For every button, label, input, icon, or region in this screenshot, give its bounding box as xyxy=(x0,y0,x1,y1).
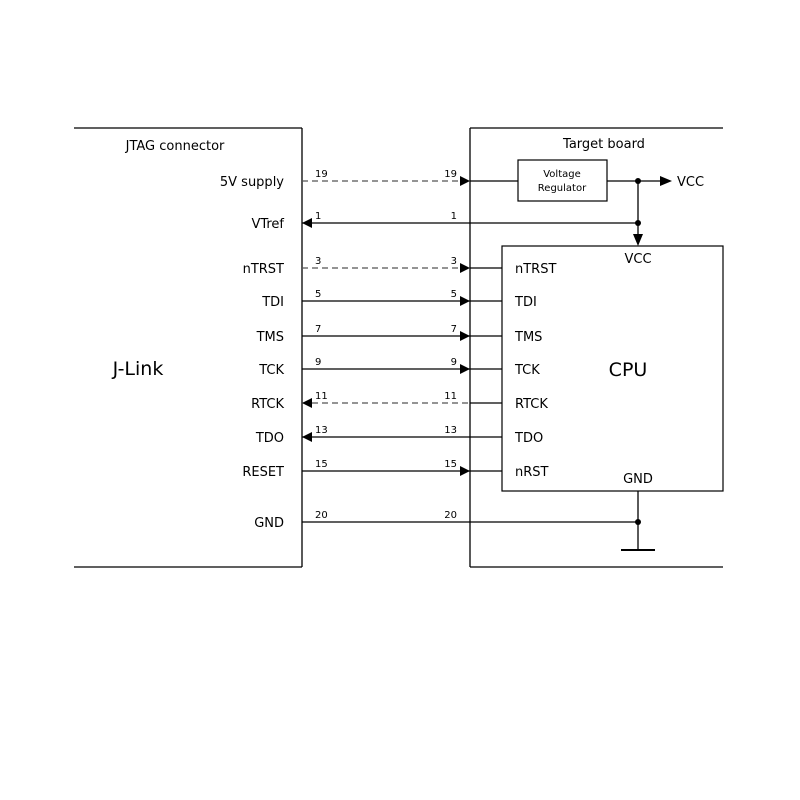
jlink-signal-label-reset: RESET xyxy=(242,465,284,480)
cpu-signal-label-tms: TMS xyxy=(514,330,542,345)
pin-number-left-tck: 9 xyxy=(315,357,321,368)
pin-number-right-tdo: 13 xyxy=(444,425,457,436)
pin-number-right-reset: 15 xyxy=(444,459,457,470)
pin-number-right-gnd: 20 xyxy=(444,510,457,521)
cpu-vcc-arrow xyxy=(633,234,643,246)
pin-number-left-vtref: 1 xyxy=(315,211,321,222)
pin-number-left-ntrst: 3 xyxy=(315,256,321,267)
cpu-vcc-label: VCC xyxy=(624,252,651,267)
voltage-regulator-box xyxy=(517,159,608,202)
voltage-regulator-label-line2: Regulator xyxy=(538,183,587,194)
jlink-signal-label-tms: TMS xyxy=(256,330,284,345)
cpu-signal-label-reset: nRST xyxy=(515,465,549,480)
pin-number-left-reset: 15 xyxy=(315,459,328,470)
jlink-signal-label-tdo: TDO xyxy=(255,431,284,446)
cpu-signal-label-rtck: RTCK xyxy=(515,397,548,412)
jlink-name: J-Link xyxy=(112,358,164,380)
cpu-signal-label-tdo: TDO xyxy=(514,431,543,446)
pin-number-right-tdi: 5 xyxy=(451,289,457,300)
jlink-signal-label-tdi: TDI xyxy=(261,295,284,310)
pin-number-right-5v-supply: 19 xyxy=(444,169,457,180)
pin-number-right-tck: 9 xyxy=(451,357,457,368)
jlink-box xyxy=(74,127,303,568)
pin-number-right-tms: 7 xyxy=(451,324,457,335)
jlink-signal-label-vtref: VTref xyxy=(251,217,284,232)
pin-number-left-5v-supply: 19 xyxy=(315,169,328,180)
jlink-signal-label-tck: TCK xyxy=(258,363,284,378)
cpu-signal-label-ntrst: nTRST xyxy=(515,262,556,277)
arrow-left-vtref xyxy=(302,218,312,228)
cpu-signal-label-tdi: TDI xyxy=(514,295,537,310)
pin-number-left-tdi: 5 xyxy=(315,289,321,300)
target-board-header: Target board xyxy=(562,137,645,152)
pin-number-left-tms: 7 xyxy=(315,324,321,335)
arrow-right-5v-supply xyxy=(460,176,470,186)
vcc-out-label: VCC xyxy=(677,175,704,190)
arrow-left-tdo xyxy=(302,432,312,442)
vcc-out-arrow xyxy=(660,176,672,186)
pin-number-right-vtref: 1 xyxy=(451,211,457,222)
target-board-box xyxy=(469,127,723,568)
jlink-signal-label-rtck: RTCK xyxy=(251,397,284,412)
pin-number-right-ntrst: 3 xyxy=(451,256,457,267)
arrow-right-tdi xyxy=(460,296,470,306)
pin-number-right-rtck: 11 xyxy=(444,391,457,402)
arrow-right-tck xyxy=(460,364,470,374)
jlink-signal-label-5v-supply: 5V supply xyxy=(220,175,284,190)
jlink-header: JTAG connector xyxy=(125,139,225,154)
jlink-signal-label-ntrst: nTRST xyxy=(243,262,284,277)
voltage-regulator-label-line1: Voltage xyxy=(543,169,581,180)
pin-number-left-tdo: 13 xyxy=(315,425,328,436)
cpu-signal-label-tck: TCK xyxy=(514,363,540,378)
cpu-gnd-label: GND xyxy=(623,472,653,487)
pin-number-left-gnd: 20 xyxy=(315,510,328,521)
arrow-right-ntrst xyxy=(460,263,470,273)
cpu-name: CPU xyxy=(609,359,648,381)
jlink-signal-label-gnd: GND xyxy=(254,516,284,531)
pin-number-left-rtck: 11 xyxy=(315,391,328,402)
arrow-left-rtck xyxy=(302,398,312,408)
arrow-right-reset xyxy=(460,466,470,476)
arrow-right-tms xyxy=(460,331,470,341)
